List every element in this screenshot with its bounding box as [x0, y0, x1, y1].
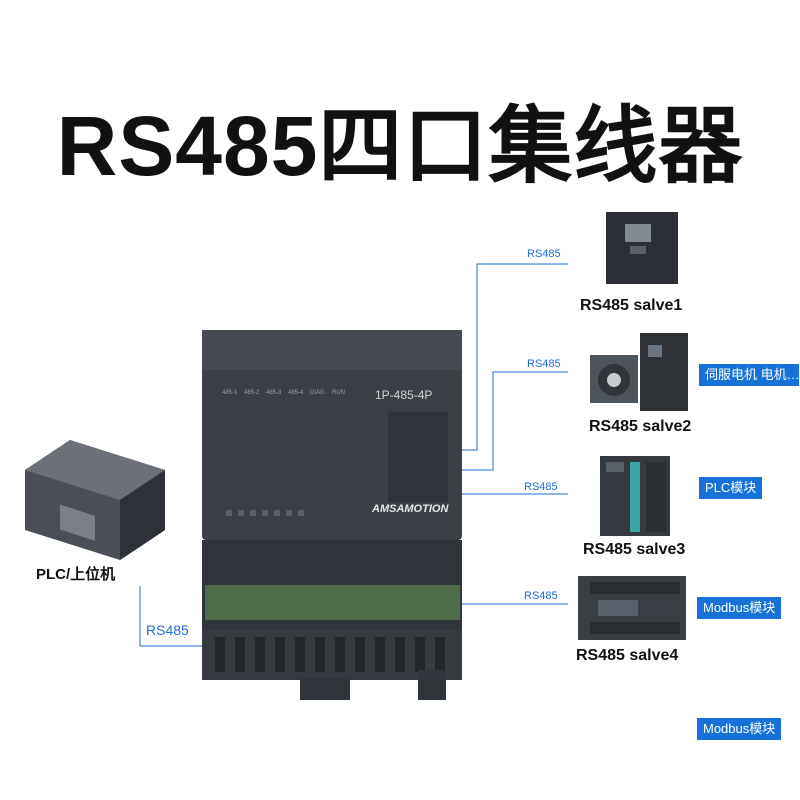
hub-model-label: 1P-485-4P	[375, 388, 433, 402]
master-label: PLC/上位机	[36, 566, 116, 583]
slave4-tag: Modbus模块	[697, 597, 782, 619]
master-link-label: RS485	[146, 622, 189, 638]
slave3-label: RS485 salve3	[583, 541, 686, 558]
link-line-master	[139, 586, 205, 647]
inverter-icon	[606, 212, 678, 284]
link-line-slave2	[462, 371, 568, 471]
extra-tag: Modbus模块	[697, 718, 782, 740]
hub-led-labels: 485-1 485-2 485-3 485-4 DIAG RUN	[222, 390, 402, 410]
plc-rack-icon	[600, 456, 670, 536]
slave2-label: RS485 salve2	[589, 418, 692, 435]
slave3-link-label: RS485	[524, 481, 558, 493]
rs485-links	[139, 263, 568, 647]
led-label: DIAG	[310, 390, 325, 396]
slave1-label: RS485 salve1	[580, 297, 683, 314]
led-label: RUN	[332, 390, 345, 396]
slave4-label: RS485 salve4	[576, 647, 679, 664]
led-label: 485-4	[288, 390, 304, 396]
plc-master-icon	[25, 440, 165, 560]
led-label: 485-3	[266, 390, 282, 396]
page-title: RS485四口集线器	[56, 99, 744, 193]
slave2-link-label: RS485	[527, 358, 561, 370]
slave3-tag: PLC模块	[699, 477, 763, 499]
slave4-link-label: RS485	[524, 590, 558, 602]
servo-motor-icon	[590, 333, 688, 411]
hub-brand-label: AMSAMOTION	[372, 503, 449, 515]
slave1-link-label: RS485	[527, 248, 561, 260]
led-label: 485-2	[244, 390, 260, 396]
led-label: 485-1	[222, 390, 238, 396]
rs485-hub-icon	[202, 330, 462, 700]
slave2-tag: 伺服电机 电机…	[699, 364, 799, 386]
link-line-slave1	[462, 263, 568, 451]
modbus-module-icon	[578, 576, 686, 640]
